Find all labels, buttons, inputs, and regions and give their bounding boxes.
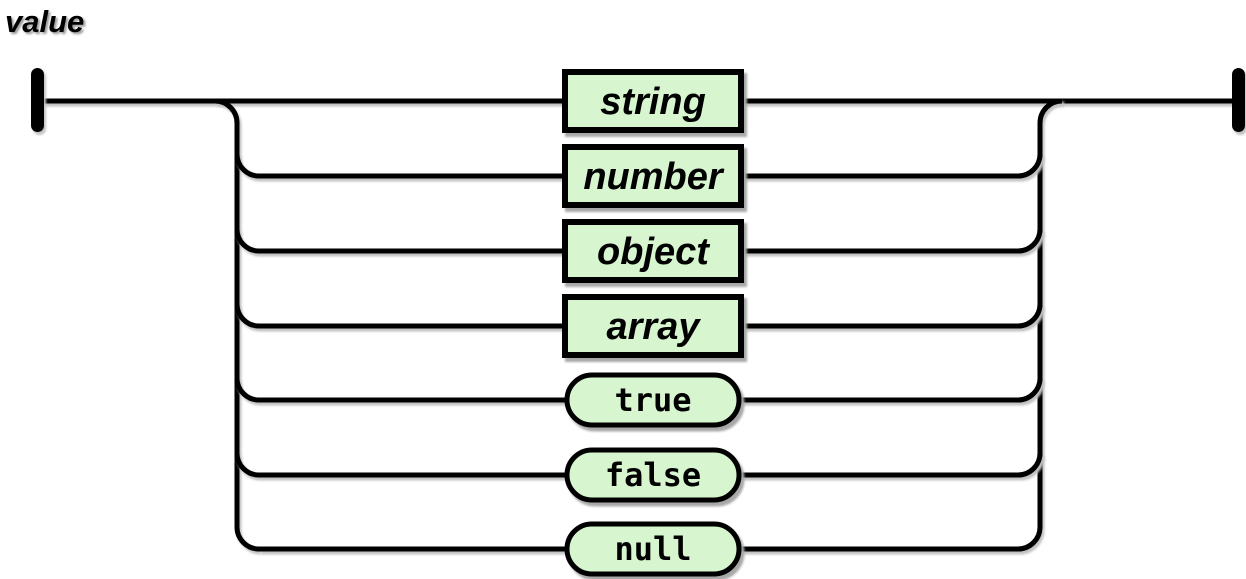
- diagram-title: value: [5, 4, 85, 39]
- node-object-box: [562, 219, 744, 283]
- row-rail-null: [259, 526, 1043, 552]
- node-object-label: object: [597, 231, 710, 273]
- node-string-box: [562, 69, 744, 133]
- left-branch-rail: [214, 98, 260, 552]
- end-marker-icon: [1232, 68, 1245, 132]
- node-false: false: [564, 447, 742, 503]
- node-false-box: [564, 447, 742, 503]
- node-number-label: number: [583, 156, 725, 198]
- node-null-label: null: [614, 530, 691, 568]
- node-array: array: [562, 294, 744, 358]
- node-number: number: [562, 144, 744, 208]
- node-null-box: [564, 521, 742, 577]
- node-true: true: [564, 372, 742, 428]
- right-branch-rail: [1037, 98, 1063, 527]
- node-string: string: [562, 69, 744, 133]
- node-null: null: [564, 521, 742, 577]
- node-false-label: false: [605, 456, 701, 494]
- node-true-box: [564, 372, 742, 428]
- node-array-box: [562, 294, 744, 358]
- node-true-label: true: [614, 381, 691, 419]
- start-marker-icon: [31, 68, 44, 132]
- node-object: object: [562, 219, 744, 283]
- node-number-box: [562, 144, 744, 208]
- node-array-label: array: [607, 306, 702, 348]
- node-string-label: string: [600, 81, 706, 123]
